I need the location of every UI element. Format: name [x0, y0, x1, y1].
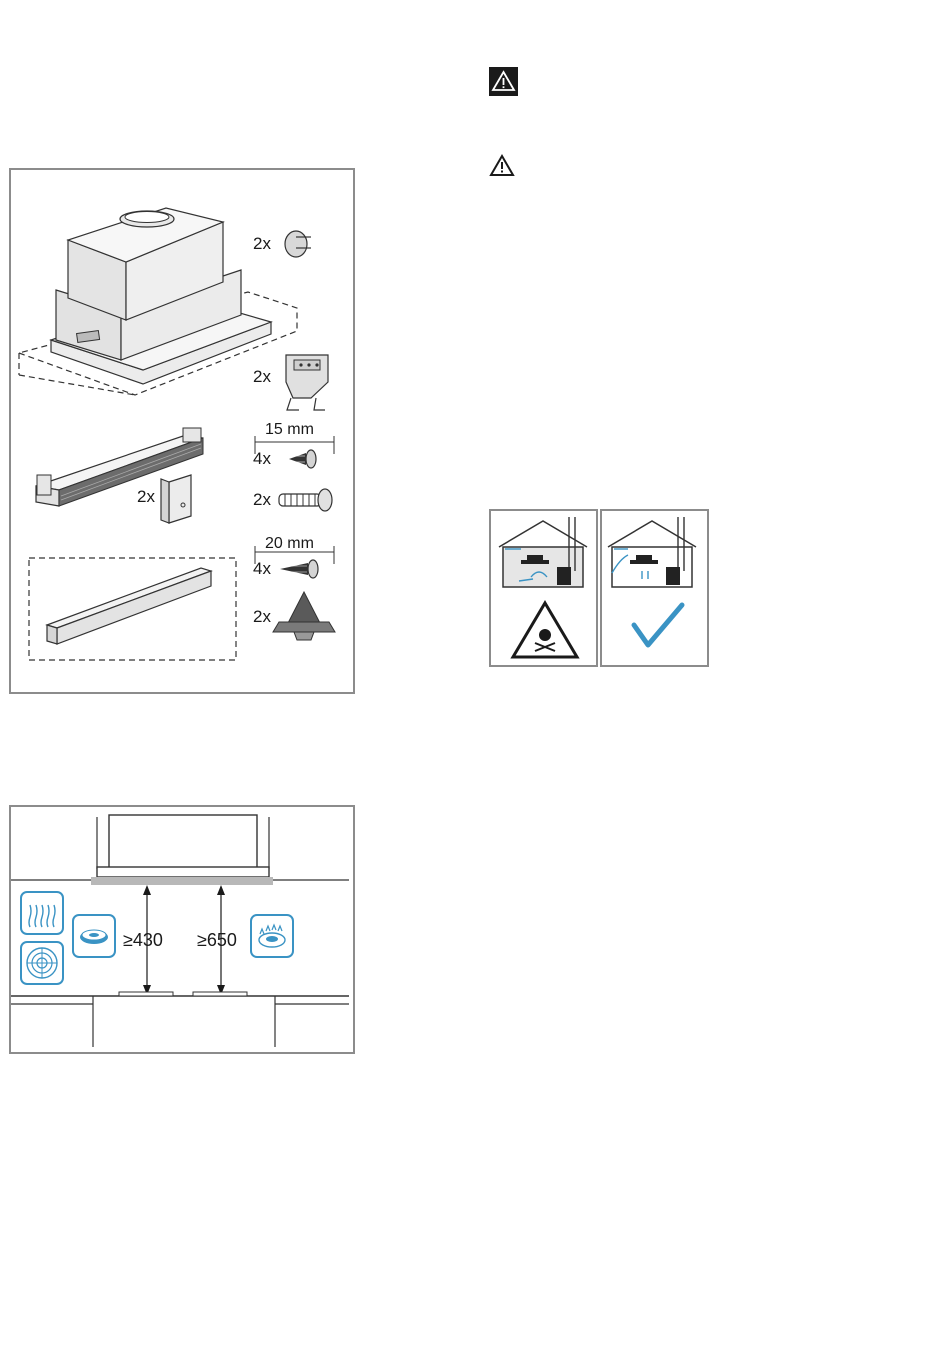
- gas-min-clearance: ≥650: [197, 930, 237, 951]
- warning-icon-filled: [489, 67, 518, 96]
- electric-min-clearance: ≥430: [123, 930, 163, 951]
- induction-hob-icon: [20, 941, 64, 985]
- airflow-good-panel: [600, 509, 709, 667]
- warning-icon-outline: [489, 154, 515, 178]
- gas-hob-icon: [250, 914, 294, 958]
- airflow-bad-drawing: [491, 511, 600, 669]
- holder-qty: 2x: [137, 487, 155, 507]
- screw-20-length: 20 mm: [265, 535, 314, 553]
- bracket-qty: 2x: [253, 367, 271, 387]
- dowel-qty: 2x: [253, 490, 271, 510]
- hotplate-icon: [72, 914, 116, 958]
- airflow-bad-panel: [489, 509, 598, 667]
- screw-15-qty: 4x: [253, 449, 271, 469]
- clearance-figure: ≥430 ≥650: [9, 805, 355, 1054]
- scope-of-delivery-figure: 2x 2x 15 mm 4x 2x 2x 20 mm 4x 2x: [9, 168, 355, 694]
- spacer-qty: 2x: [253, 607, 271, 627]
- fan-qty: 2x: [253, 234, 271, 254]
- airflow-good-drawing: [602, 511, 711, 669]
- screw-15-length: 15 mm: [265, 421, 314, 439]
- radiant-hob-icon: [20, 891, 64, 935]
- screw-20-qty: 4x: [253, 559, 271, 579]
